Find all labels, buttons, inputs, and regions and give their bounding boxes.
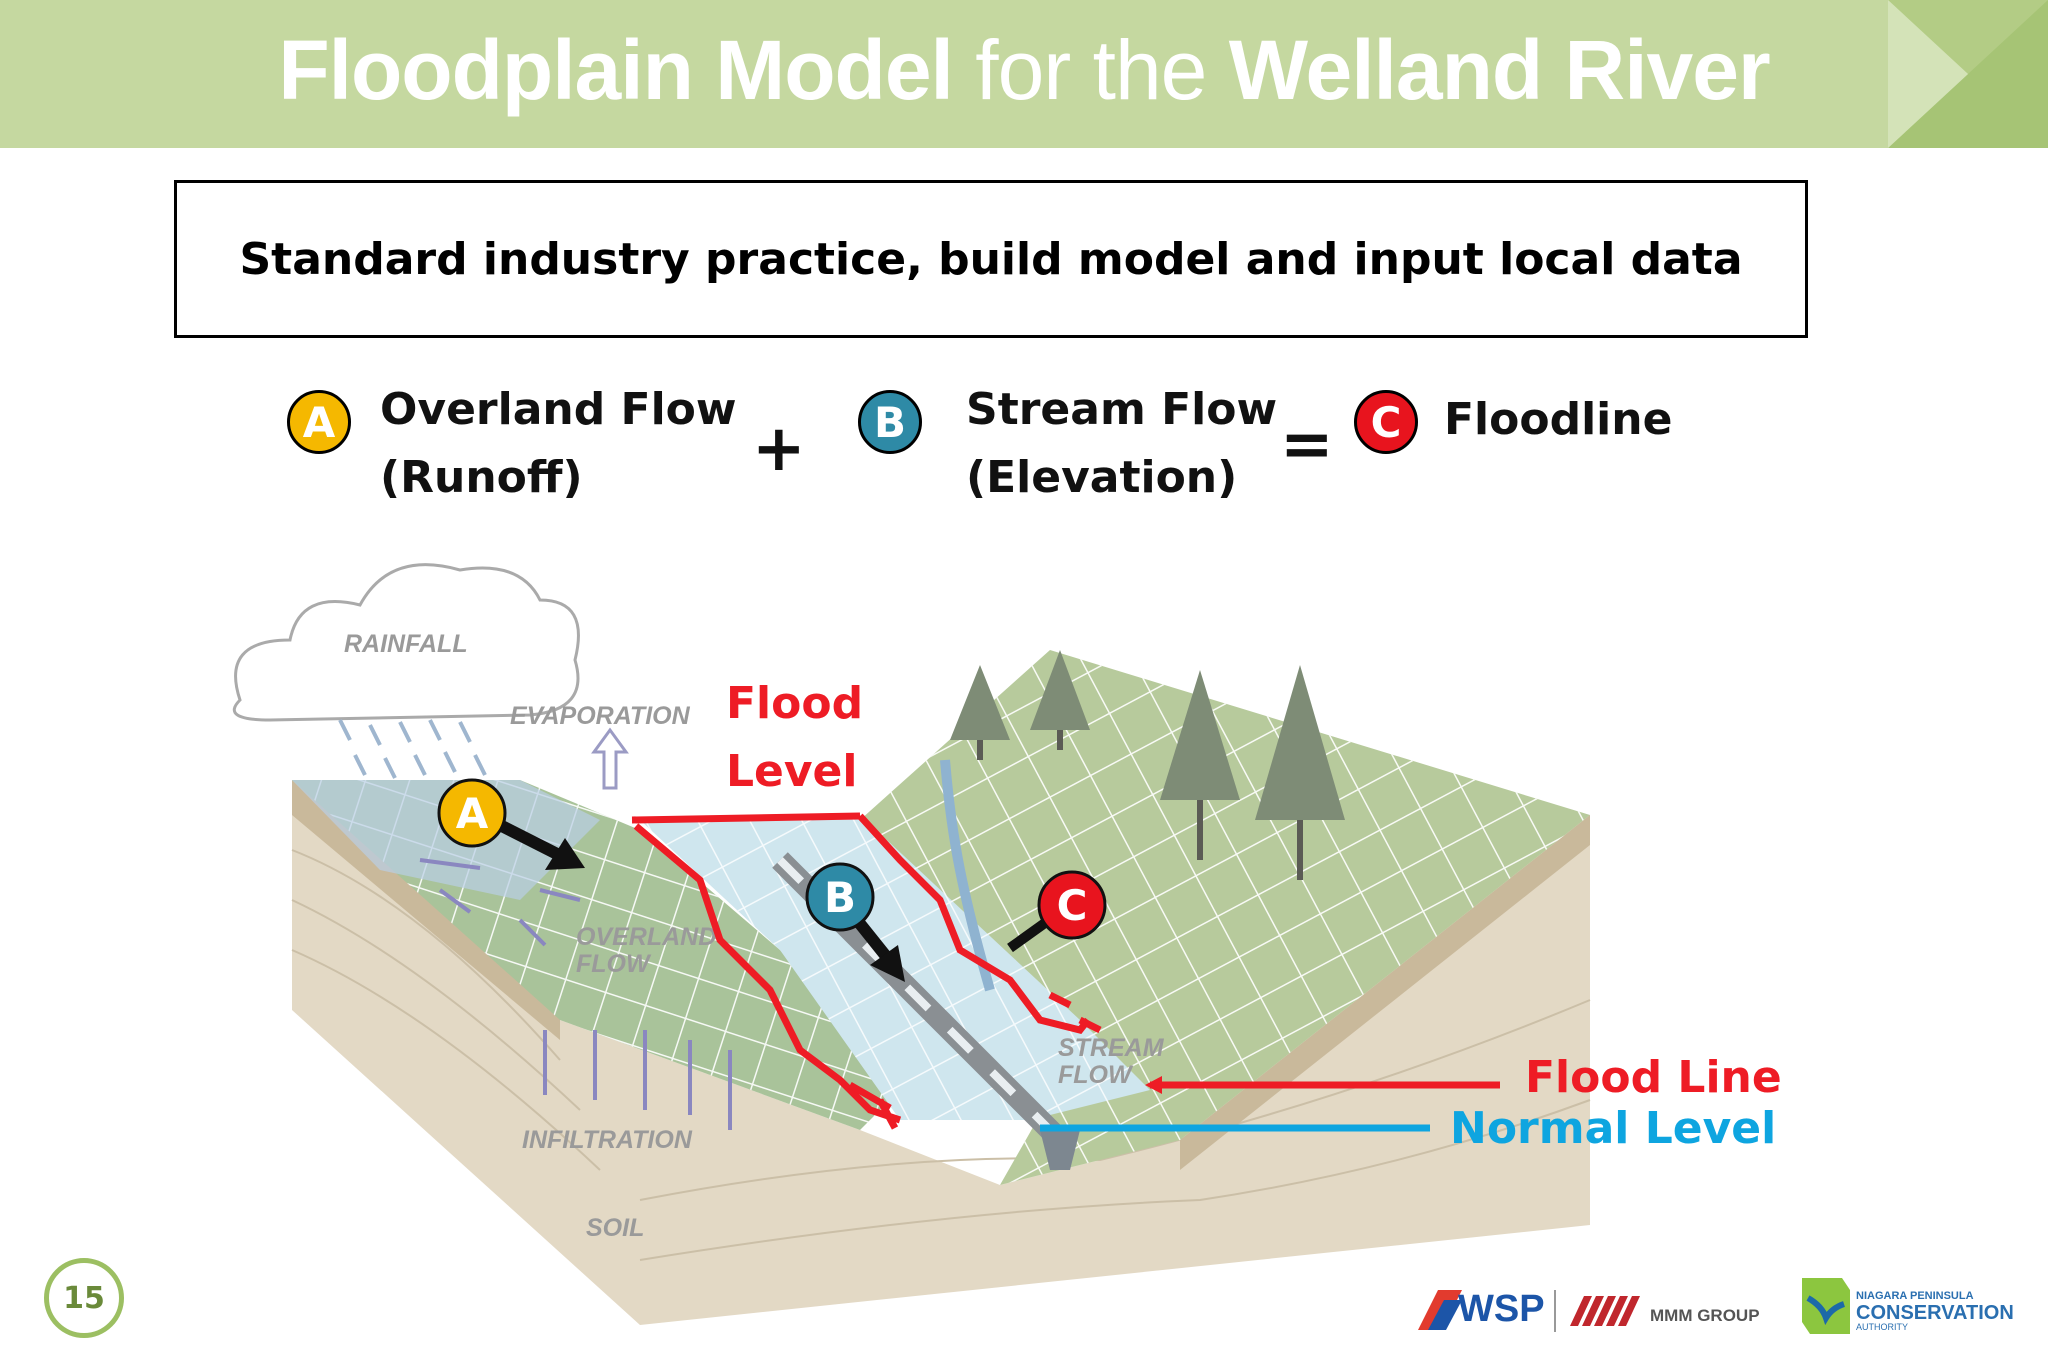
badge-a-letter: A [302, 397, 336, 447]
marker-c-letter: C [1057, 881, 1088, 930]
stream-flow-diagram-label-2: FLOW [1058, 1061, 1134, 1089]
flood-level-label-1: Flood [726, 678, 863, 729]
npca-logo-line1: NIAGARA PENINSULA [1856, 1290, 1974, 1302]
callout-text: Standard industry practice, build model … [239, 233, 1743, 285]
marker-b [805, 862, 875, 932]
callout-box: Standard industry practice, build model … [174, 180, 1808, 338]
mmm-logo-mark [1570, 1296, 1640, 1326]
marker-a-letter: A [456, 789, 489, 838]
title-connector: for the [952, 23, 1229, 117]
overland-flow-diagram-label-1: OVERLAND [576, 923, 716, 951]
marker-b-letter: B [824, 873, 856, 922]
npca-logo-mark [1802, 1278, 1850, 1334]
mmm-logo: MMM GROUP [1650, 1306, 1760, 1325]
infiltration-label: INFILTRATION [522, 1126, 693, 1154]
npca-logo-line3: AUTHORITY [1856, 1322, 1909, 1332]
trees [950, 650, 1345, 880]
title-bold-1: Floodplain Model [278, 23, 954, 117]
page-title: Floodplain Model for the Welland River [0, 22, 2048, 119]
npca-logo-line2: CONSERVATION [1856, 1302, 2014, 1324]
flood-outline [631, 812, 1500, 1130]
soil-label: SOIL [586, 1214, 644, 1242]
stream-flow-label: Stream Flow (Elevation) [966, 376, 1277, 512]
badge-c: C [1354, 390, 1418, 454]
infiltration-arrows [543, 1030, 732, 1130]
flood-level-label-2: Level [726, 746, 857, 797]
marker-c [1037, 870, 1107, 940]
slide-number-text: 15 [63, 1280, 105, 1316]
logo-divider [1554, 1290, 1556, 1332]
evaporation-arrow [591, 727, 629, 790]
normal-level-label: Normal Level [1450, 1103, 1776, 1154]
wsp-logo: WSP [1458, 1288, 1545, 1330]
stream-flow-line2: (Elevation) [966, 452, 1238, 504]
rainfall-label: RAINFALL [344, 630, 468, 658]
stream-flow-diagram-label-1: STREAM [1058, 1034, 1165, 1062]
wsp-logo-mark [1418, 1290, 1462, 1330]
overland-arrows [419, 858, 581, 947]
slide-number: 15 [44, 1258, 124, 1338]
rainfall-cloud [232, 563, 580, 779]
overland-flow-diagram-label-2: FLOW [576, 950, 652, 978]
overland-flow-line1: Overland Flow [380, 384, 737, 435]
marker-a [437, 778, 507, 848]
overland-flow-line2: (Runoff) [380, 452, 583, 504]
evaporation-label: EVAPORATION [510, 702, 691, 730]
floodline-label: Floodline [1444, 394, 1673, 445]
stream-flow-line1: Stream Flow [966, 384, 1278, 435]
overland-flow-label: Overland Flow (Runoff) [380, 376, 737, 512]
corner-decoration [1888, 0, 2048, 148]
equals-sign: = [1280, 408, 1334, 482]
plus-sign: + [752, 412, 806, 486]
flood-line-label: Flood Line [1525, 1052, 1782, 1103]
badge-b: B [858, 390, 922, 454]
title-bar [0, 0, 2048, 148]
title-bold-2: Welland River [1228, 23, 1771, 117]
badge-c-letter: C [1370, 397, 1402, 447]
badge-b-letter: B [873, 397, 906, 447]
badge-a: A [287, 390, 351, 454]
